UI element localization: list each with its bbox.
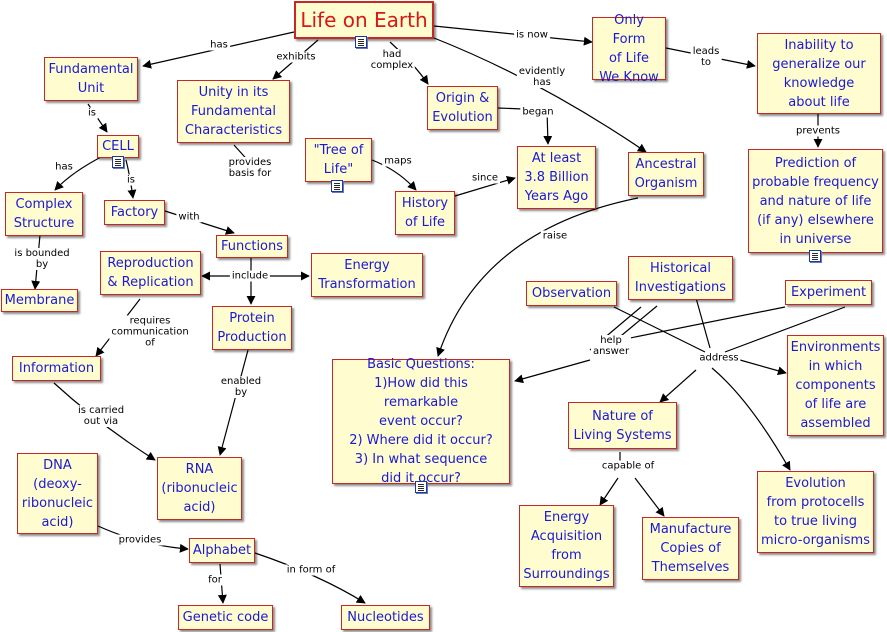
link-label-since: since <box>470 172 500 184</box>
link-label-leads-to: leads to <box>690 46 722 68</box>
link-label-began: began <box>520 106 556 118</box>
document-icon[interactable] <box>112 156 124 168</box>
concept-unity[interactable]: Unity in its Fundamental Characteristics <box>177 80 290 143</box>
link-label-has: has <box>53 161 75 173</box>
concept-tree-of-life[interactable]: "Tree of Life" <box>305 138 372 182</box>
concept-nature-of-living-systems[interactable]: Nature of Living Systems <box>568 402 677 449</box>
concept-dna[interactable]: DNA (deoxy- ribonucleic acid) <box>17 453 98 534</box>
link-label-help-answer: help answer <box>590 335 632 357</box>
link-label-prevents: prevents <box>794 125 842 137</box>
link-label-had-complex: had complex <box>368 49 416 71</box>
link-label-maps: maps <box>382 155 414 167</box>
link-label-include: include <box>229 270 271 282</box>
link-label-evidently-has: evidently has <box>516 66 568 88</box>
link-label-provides: provides <box>116 534 164 546</box>
concept-nucleotides[interactable]: Nucleotides <box>341 605 430 630</box>
document-icon[interactable] <box>355 36 367 48</box>
concept-energy-transformation[interactable]: Energy Transformation <box>311 253 423 297</box>
concept-only-form-of-life[interactable]: Only Form of Life We Know <box>592 13 666 85</box>
concept-ancestral-organism[interactable]: Ancestral Organism <box>628 152 704 196</box>
link-label-is-carried-out-via: is carried out via <box>75 405 127 427</box>
document-icon[interactable] <box>415 481 427 493</box>
link-label-address: address <box>697 352 741 364</box>
link-label-is-now: is now <box>514 29 550 41</box>
concept-genetic-code[interactable]: Genetic code <box>178 605 273 630</box>
document-icon[interactable] <box>809 250 821 262</box>
document-icon[interactable] <box>331 180 343 192</box>
concept-observation[interactable]: Observation <box>526 281 617 306</box>
concept-cell[interactable]: CELL <box>97 135 139 158</box>
concept-at-least-3-8-billion[interactable]: At least 3.8 Billion Years Ago <box>517 146 596 209</box>
link-label-raise: raise <box>540 230 570 242</box>
concept-information[interactable]: Information <box>12 356 101 381</box>
link-label-exhibits: exhibits <box>274 51 318 63</box>
concept-reproduction-replication[interactable]: Reproduction & Replication <box>100 251 201 295</box>
concept-manufacture-copies[interactable]: Manufacture Copies of Themselves <box>642 517 739 580</box>
concept-evolution-protocells[interactable]: Evolution from protocells to true living… <box>757 471 874 553</box>
concept-basic-questions[interactable]: Basic Questions: 1)How did this remarkab… <box>332 357 510 486</box>
concept-inability-to-generalize[interactable]: Inability to generalize our knowledge ab… <box>757 33 881 114</box>
link-label-enabled-by: enabled by <box>218 376 264 398</box>
concept-life-on-earth[interactable]: Life on Earth <box>294 1 434 39</box>
concept-functions[interactable]: Functions <box>216 235 288 258</box>
concept-origin-evolution[interactable]: Origin & Evolution <box>427 86 498 130</box>
concept-rna[interactable]: RNA (ribonucleic acid) <box>157 457 242 520</box>
link-label-is: is <box>86 107 98 119</box>
concept-prediction[interactable]: Prediction of probable frequency and nat… <box>748 149 883 253</box>
concept-fundamental-unit[interactable]: Fundamental Unit <box>44 57 138 101</box>
concept-factory[interactable]: Factory <box>104 200 165 225</box>
concept-complex-structure[interactable]: Complex Structure <box>5 192 83 236</box>
concept-history-of-life[interactable]: History of Life <box>395 191 455 235</box>
concept-protein-production[interactable]: Protein Production <box>212 306 292 350</box>
link-label-provides-basis-for: provides basis for <box>226 157 274 179</box>
link-label-in-form-of: in form of <box>284 564 338 576</box>
link-label-capable-of: capable of <box>599 460 657 472</box>
link-label-is: is <box>125 174 137 186</box>
link-label-is-bounded-by: is bounded by <box>12 248 72 270</box>
concept-historical-investigations[interactable]: Historical Investigations <box>628 256 733 300</box>
link-label-with: with <box>176 211 202 223</box>
link-label-requires-communication-of: requires communication of <box>109 315 191 349</box>
concept-membrane[interactable]: Membrane <box>1 289 78 312</box>
link-label-has: has <box>208 39 230 51</box>
concept-experiment[interactable]: Experiment <box>785 280 872 305</box>
concept-alphabet[interactable]: Alphabet <box>189 538 255 563</box>
concept-environments[interactable]: Environments in which components of life… <box>787 335 884 436</box>
concept-energy-acquisition[interactable]: Energy Acquisition from Surroundings <box>519 505 614 587</box>
link-label-for: for <box>206 574 224 586</box>
